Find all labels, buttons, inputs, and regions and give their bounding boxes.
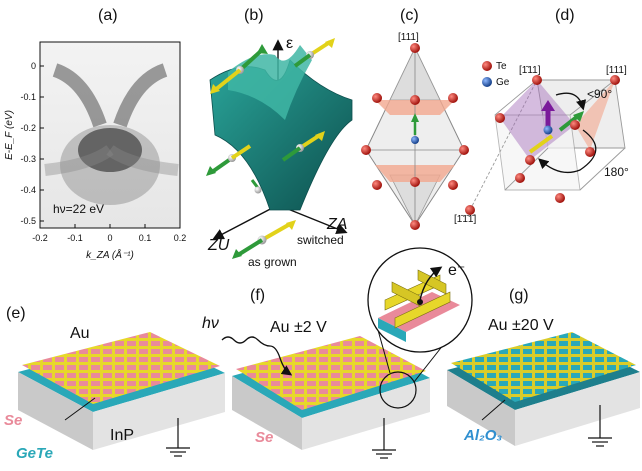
panel-g-label: (g): [509, 287, 529, 304]
panel-b-label: (b): [244, 7, 264, 24]
large-angle-label: 180°: [604, 165, 629, 179]
x-tick-label: -0.1: [67, 233, 83, 243]
za-axis-label: ZA: [326, 216, 347, 233]
legend: Te Ge: [482, 61, 510, 88]
photon-energy-annotation: hν=22 eV: [53, 202, 104, 216]
panel-f-label: (f): [250, 287, 265, 304]
x-tick-label: 0: [107, 233, 112, 243]
panel-b: (b) ε ZA ZU: [206, 7, 353, 269]
te-legend-label: Te: [496, 61, 507, 72]
yellow-polarization-arrow: [528, 134, 554, 154]
substrate-front: [302, 378, 430, 450]
panel-d-label: (d): [555, 7, 575, 24]
panel-c: (c) [111]: [361, 7, 469, 230]
as-grown-label: as grown: [248, 255, 297, 269]
atoms: [361, 43, 469, 230]
green-polarization-arrow: [558, 114, 580, 132]
y-tick-label: 0: [31, 61, 36, 71]
photon-wave: [221, 336, 293, 376]
energy-axis-label: ε: [286, 35, 293, 52]
au-se-grid: [236, 336, 426, 410]
panel-e-label: (e): [6, 305, 26, 322]
ge-legend-label: Ge: [496, 77, 510, 88]
electron-label: e⁻: [448, 262, 465, 279]
ground-symbol: [588, 405, 612, 447]
direction-label: [111]: [606, 65, 627, 76]
electron-path: [419, 266, 443, 301]
direction-label: [1̄1̄1̄]: [454, 214, 476, 225]
au-voltage-label: Au ±2 V: [270, 319, 327, 336]
au-se-grid: [22, 332, 220, 404]
se-label: Se: [255, 429, 273, 446]
direction-label: [1̄11]: [519, 65, 541, 76]
electron-dot: [417, 299, 423, 305]
panel-f: (f) hν Au ±2 V Se e⁻: [202, 247, 473, 459]
ground-symbol: [166, 418, 190, 457]
au-voltage-label: Au ±20 V: [488, 317, 554, 334]
hv-label: hν: [202, 315, 219, 332]
zoom-circle: [379, 371, 417, 409]
panel-e: (e) Au Se GeTe InP: [4, 305, 225, 462]
panel-a-label: (a): [98, 7, 118, 24]
se-label: Se: [4, 412, 22, 429]
te-legend-marker: [482, 61, 492, 71]
x-tick-label: 0.1: [139, 233, 152, 243]
oxide-label: Al₂O₃: [463, 427, 502, 444]
y-axis-ticks: 0 -0.1 -0.2 -0.3 -0.4 -0.5: [20, 61, 44, 226]
inp-label: InP: [110, 427, 134, 444]
substrate-side: [447, 370, 515, 446]
y-axis-title: E-E_F (eV): [4, 110, 15, 160]
direction-111-label: [111]: [398, 32, 419, 43]
substrate-side: [18, 372, 93, 450]
au-gete-grid: [451, 332, 636, 402]
ground-symbol: [372, 418, 396, 459]
zu-axis-label: ZU: [207, 237, 230, 254]
small-angle-label: <90°: [587, 87, 612, 101]
pointer-line: [64, 397, 96, 421]
large-angle-arc: [538, 129, 597, 174]
substrate-front: [93, 373, 225, 450]
zu-axis: [212, 204, 279, 240]
substrate-front: [515, 372, 640, 446]
atoms: [465, 75, 620, 215]
substrate-side: [232, 376, 302, 450]
au-label: Au: [70, 325, 90, 342]
y-tick-label: -0.5: [20, 216, 36, 226]
spin-arrows: [206, 38, 335, 259]
x-axis-ticks: -0.2 -0.1 0 0.1 0.2: [32, 224, 186, 243]
y-tick-label: -0.2: [20, 123, 36, 133]
x-axis-title: k_ZA (Å⁻¹): [86, 248, 134, 261]
y-tick-label: -0.4: [20, 185, 36, 195]
x-tick-label: -0.2: [32, 233, 48, 243]
gete-label: GeTe: [16, 445, 53, 462]
ge-legend-marker: [482, 77, 492, 87]
panel-d: (d) Te Ge [1̄11] [111] [1̄1̄1̄] <9: [454, 7, 629, 225]
pointer-line: [481, 399, 506, 421]
y-tick-label: -0.3: [20, 154, 36, 164]
y-tick-label: -0.1: [20, 92, 36, 102]
switched-label: switched: [297, 233, 344, 247]
orange-octahedron: [575, 80, 615, 150]
panel-a: (a) hν=22 eV 0 -0.1 -0.2 -0.3 -0.4 -0.5: [4, 7, 186, 261]
purple-octahedron: [500, 80, 575, 160]
x-tick-label: 0.2: [174, 233, 187, 243]
panel-c-label: (c): [400, 7, 419, 24]
arpes-bands: [44, 63, 179, 205]
panel-g: (g) Au ±20 V Al₂O₃: [447, 287, 640, 447]
small-angle-arc: [555, 92, 587, 111]
